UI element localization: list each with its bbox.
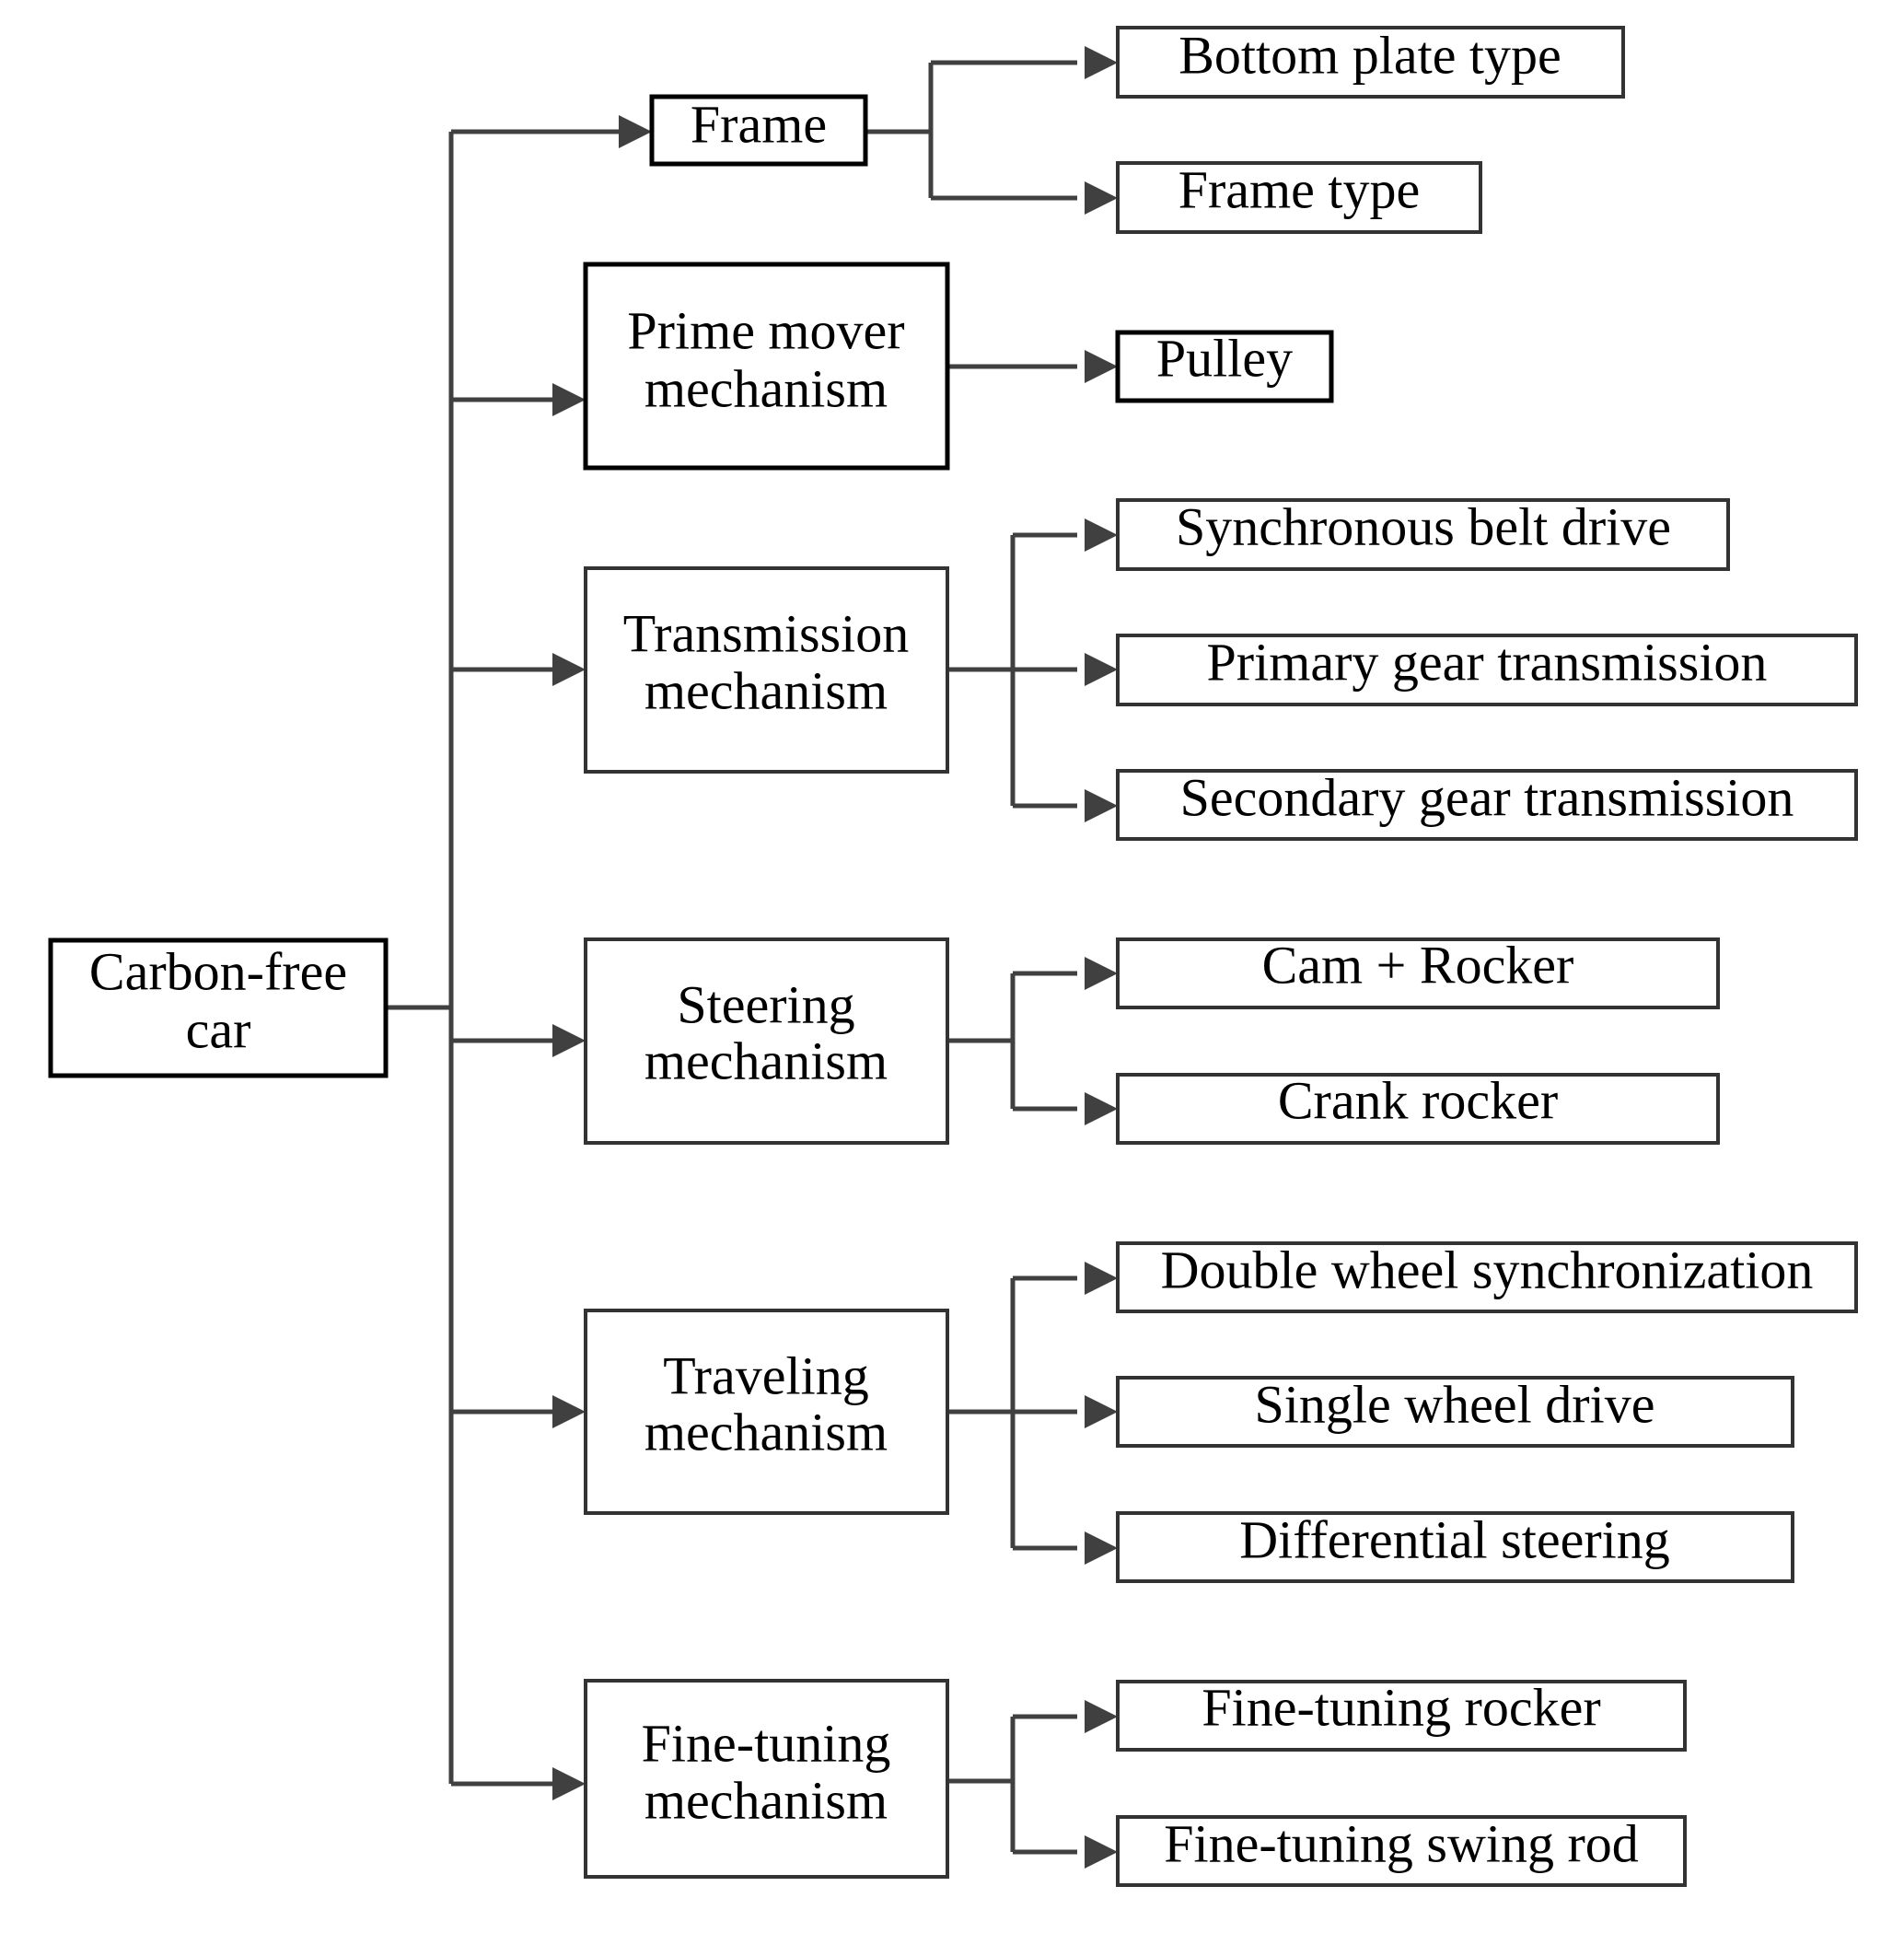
category-fine-tuning: Fine-tuning mechanism [584,1679,949,1879]
category-label-line1: Transmission [623,603,910,663]
root-node: Carbon-free car [48,937,389,1078]
arrowhead [552,1024,586,1057]
category-label-line2: mechanism [644,358,888,418]
category-frame: Frame [649,94,868,167]
arrowhead [552,1395,586,1428]
category-label-line2: mechanism [644,660,888,720]
arrowhead [1085,1700,1118,1733]
leaf-label: Fine-tuning swing rod [1164,1813,1639,1873]
category-traveling: Traveling mechanism [584,1309,949,1515]
category-label-line2: mechanism [644,1402,888,1461]
arrowhead [552,383,586,416]
category-label-line1: Steering [677,974,854,1034]
leaf-label: Single wheel drive [1255,1374,1655,1434]
arrowhead [619,115,652,148]
arrowhead [1085,957,1118,990]
arrowhead [552,1767,586,1800]
leaf-double-wheel-synchronization: Double wheel synchronization [1116,1240,1858,1313]
category-transmission: Transmission mechanism [584,566,949,774]
category-label-line1: Prime mover [627,300,904,360]
leaf-label: Differential steering [1239,1509,1670,1569]
leaf-label: Bottom plate type [1178,25,1562,85]
category-label-line1: Fine-tuning [642,1713,891,1773]
leaf-fine-tuning-rocker: Fine-tuning rocker [1116,1677,1687,1752]
leaf-frame-type: Frame type [1116,159,1482,234]
arrowhead [1085,1092,1118,1125]
arrowhead [1085,1531,1118,1565]
leaf-label: Cam + Rocker [1262,935,1574,995]
leaf-primary-gear-transmission: Primary gear transmission [1116,632,1858,706]
category-steering: Steering mechanism [584,937,949,1145]
arrowhead [1085,1395,1118,1428]
arrowhead [1085,181,1118,215]
arrowheads [552,46,1118,1869]
leaf-label: Crank rocker [1278,1070,1558,1130]
category-label-line2: mechanism [644,1031,888,1090]
root-label-line1: Carbon-free [89,941,347,1001]
arrowhead [1085,518,1118,552]
root-label-line2: car [186,999,251,1059]
leaf-pulley: Pulley [1115,328,1334,403]
arrowhead [552,653,586,686]
leaf-synchronous-belt-drive: Synchronous belt drive [1116,496,1730,571]
arrowhead [1085,46,1118,79]
leaf-cam-rocker: Cam + Rocker [1116,935,1720,1009]
leaf-label: Double wheel synchronization [1161,1240,1814,1299]
arrowhead [1085,789,1118,822]
leaf-label: Fine-tuning rocker [1202,1677,1600,1737]
leaf-label: Synchronous belt drive [1176,496,1671,556]
leaf-crank-rocker: Crank rocker [1116,1070,1720,1145]
category-label-line2: mechanism [644,1770,888,1830]
category-prime-mover: Prime mover mechanism [583,262,950,471]
leaf-single-wheel-drive: Single wheel drive [1116,1374,1794,1448]
leaf-label: Secondary gear transmission [1180,767,1794,827]
leaf-nodes: Bottom plate type Frame type Pulley Sync… [1115,25,1858,1887]
arrowhead [1085,1835,1118,1869]
category-label: Frame [691,94,827,154]
arrowhead [1085,653,1118,686]
category-label-line1: Traveling [663,1345,868,1405]
arrowhead [1085,350,1118,383]
leaf-fine-tuning-swing-rod: Fine-tuning swing rod [1116,1813,1687,1887]
leaf-secondary-gear-transmission: Secondary gear transmission [1116,767,1858,841]
leaf-label: Primary gear transmission [1207,632,1768,692]
leaf-bottom-plate-type: Bottom plate type [1116,25,1625,99]
leaf-differential-steering: Differential steering [1116,1509,1794,1583]
connectors [386,60,1077,1855]
arrowhead [1085,1262,1118,1295]
leaf-label: Frame type [1178,159,1421,219]
leaf-label: Pulley [1156,328,1293,388]
